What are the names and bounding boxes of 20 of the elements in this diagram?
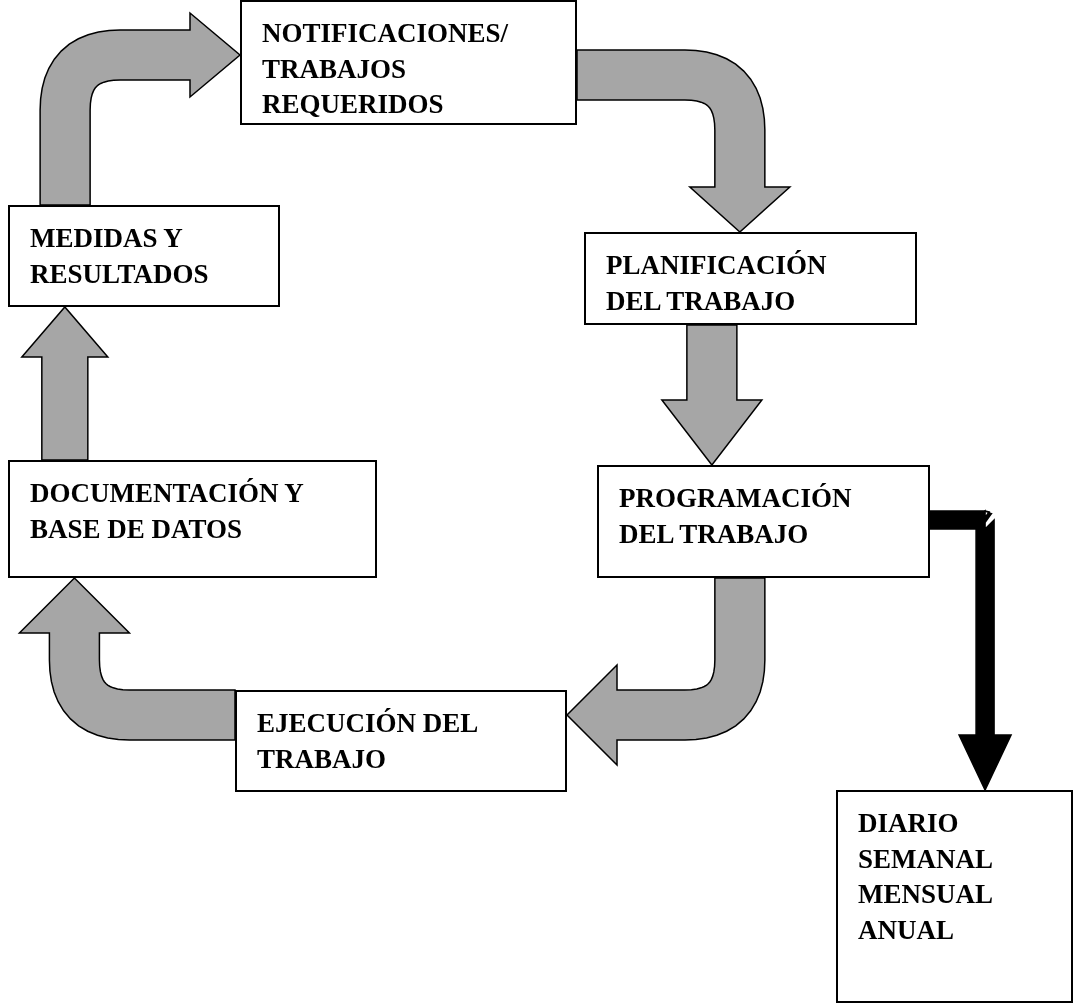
process-box xyxy=(597,465,930,578)
process-box xyxy=(240,0,577,125)
block-arrow xyxy=(929,509,1013,792)
block-arrow xyxy=(39,11,242,206)
process-box xyxy=(235,690,567,792)
block-arrow xyxy=(20,305,110,461)
process-box xyxy=(836,790,1073,1003)
box-label: EJECUCIÓN DEL TRABAJO xyxy=(257,707,478,776)
box-label: MEDIDAS Y RESULTADOS xyxy=(30,222,210,291)
process-box xyxy=(8,205,280,307)
box-label: PLANIFICACIÓN DEL TRABAJO xyxy=(606,249,828,318)
block-arrow xyxy=(565,577,766,767)
box-label: DOCUMENTACIÓN Y BASE DE DATOS xyxy=(30,477,305,546)
process-box xyxy=(584,232,917,325)
process-box xyxy=(8,460,377,578)
box-label: PROGRAMACIÓN DEL TRABAJO xyxy=(619,482,853,551)
block-arrow xyxy=(17,576,236,741)
block-arrow xyxy=(660,324,764,467)
box-label: DIARIO SEMANAL MENSUAL ANUAL xyxy=(858,807,993,947)
box-label: NOTIFICACIONES/ TRABAJOS REQUERIDOS xyxy=(262,17,510,122)
